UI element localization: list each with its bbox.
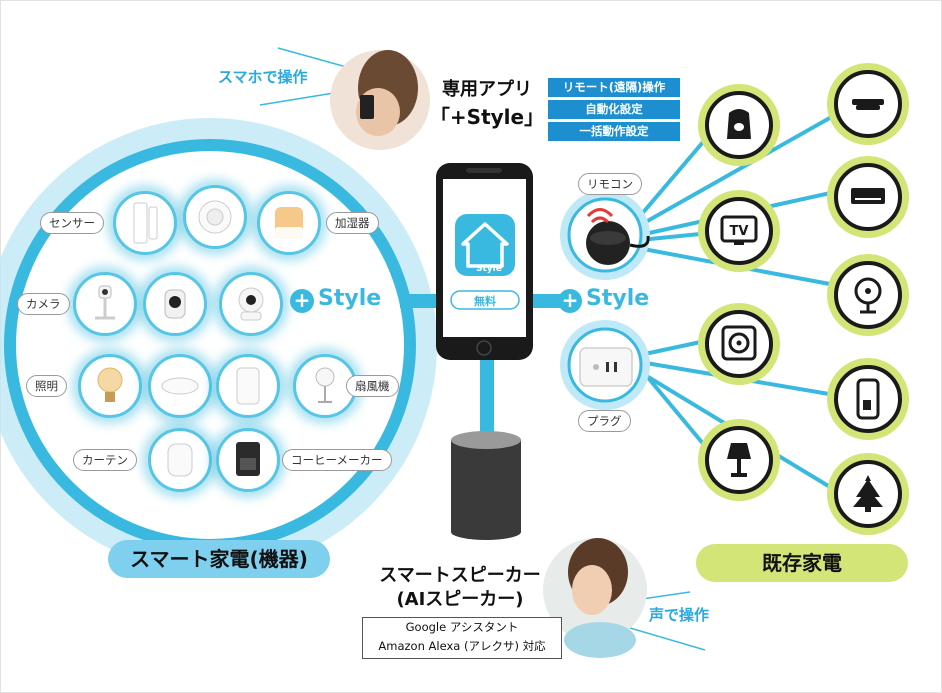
motion-sensor-icon xyxy=(183,185,247,249)
label-sensor: センサー xyxy=(40,212,104,234)
label-humidifier: 加湿器 xyxy=(326,212,379,234)
ceiling-light-appliance-icon xyxy=(834,70,902,138)
support-google: Google アシスタント xyxy=(405,620,519,634)
pan-tilt-camera-icon xyxy=(219,272,283,336)
label-coffee-maker: コーヒーメーカー xyxy=(282,449,392,471)
existing-appliances-footer: 既存家電 xyxy=(696,544,908,582)
app-title-line2: 「+Style」 xyxy=(429,105,545,129)
left-style-plus-icon: + xyxy=(290,289,314,313)
fan-appliance-icon xyxy=(834,261,902,329)
circulator-appliance-icon xyxy=(705,310,773,378)
assistant-support-box: Google アシスタント Amazon Alexa (アレクサ) 対応 xyxy=(362,617,562,659)
label-light: 照明 xyxy=(26,375,67,397)
sensor-device-icon xyxy=(113,191,177,255)
smartphone xyxy=(436,163,533,360)
feature-remote-control: リモート(遠隔)操作 xyxy=(548,78,680,97)
tv-text: TV xyxy=(730,224,749,239)
tv-appliance-icon: TV xyxy=(705,197,773,265)
speaker-connector xyxy=(480,360,494,435)
humidifier-icon xyxy=(257,191,321,255)
label-fan: 扇風機 xyxy=(346,375,399,397)
screen-free-label: 無料 xyxy=(474,295,496,308)
smart-bulb-icon xyxy=(78,354,142,418)
left-style-logo: Style xyxy=(318,286,382,311)
humidifier-appliance-icon xyxy=(705,91,773,159)
label-camera: カメラ xyxy=(17,293,70,315)
curtain-device-icon xyxy=(148,428,212,492)
label-plug: プラグ xyxy=(578,410,631,432)
ceiling-light-icon xyxy=(148,354,212,418)
smartphone-caption: スマホで操作 xyxy=(218,68,308,86)
left-connector xyxy=(400,294,442,308)
christmas-tree-appliance-icon xyxy=(834,460,902,528)
right-connector xyxy=(530,294,565,308)
label-curtain: カーテン xyxy=(73,449,137,471)
heater-device-icon xyxy=(216,354,280,418)
speaker-device xyxy=(451,431,521,540)
remote-device xyxy=(586,208,650,265)
speaker-title-line2: (AIスピーカー) xyxy=(396,589,524,610)
speaker-title: スマートスピーカー (AIスピーカー) xyxy=(355,564,565,612)
speaker-title-line1: スマートスピーカー xyxy=(379,565,541,586)
app-title: 専用アプリ 「+Style」 xyxy=(428,75,546,130)
phone-charger-appliance-icon xyxy=(834,365,902,433)
feature-automation: 自動化設定 xyxy=(548,100,680,119)
feature-batch-operation: 一括動作設定 xyxy=(548,122,680,141)
outdoor-camera-icon xyxy=(143,272,207,336)
plug-device xyxy=(579,347,633,387)
air-conditioner-appliance-icon xyxy=(834,163,902,231)
camera-device-icon xyxy=(73,272,137,336)
voice-caption: 声で操作 xyxy=(649,606,710,624)
lamp-appliance-icon xyxy=(705,426,773,494)
coffee-maker-icon xyxy=(216,428,280,492)
voice-user-photo xyxy=(543,538,647,658)
right-style-logo: Style xyxy=(586,286,650,311)
right-style-plus-icon: + xyxy=(558,289,582,313)
app-title-line1: 専用アプリ xyxy=(442,79,532,100)
smart-appliances-footer: スマート家電(機器) xyxy=(108,540,330,578)
label-remote: リモコン xyxy=(578,173,642,195)
phone-user-photo xyxy=(330,50,430,150)
support-alexa: Amazon Alexa (アレクサ) 対応 xyxy=(378,639,546,653)
screen-brand: Style xyxy=(476,264,502,274)
